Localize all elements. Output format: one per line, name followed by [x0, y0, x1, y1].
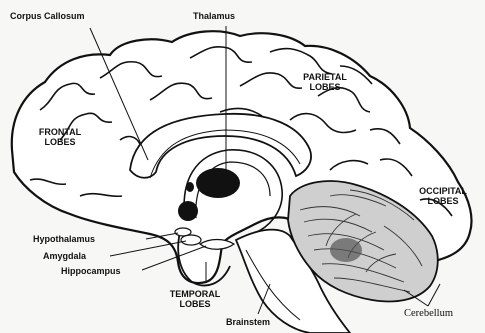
occipital-lobes-label: OCCIPITAL LOBES — [410, 186, 476, 206]
temporal-line1: TEMPORAL — [160, 289, 230, 299]
frontal-lobes-label: FRONTAL LOBES — [30, 127, 90, 147]
hypothalamus-label: Hypothalamus — [33, 234, 95, 244]
thalamus-shape — [196, 168, 240, 198]
cerebellum-label: Cerebellum — [404, 309, 453, 319]
parietal-line2: LOBES — [290, 82, 360, 92]
thalamus-label: Thalamus — [193, 11, 235, 21]
frontal-line2: LOBES — [30, 137, 90, 147]
frontal-line1: FRONTAL — [30, 127, 90, 137]
parietal-line1: PARIETAL — [290, 72, 360, 82]
anterior-nucleus-shape — [178, 201, 198, 221]
brainstem-label: Brainstem — [226, 317, 270, 327]
occipital-line2: LOBES — [410, 196, 476, 206]
hippocampus-label: Hippocampus — [61, 266, 121, 276]
occipital-line1: OCCIPITAL — [410, 186, 476, 196]
amygdala-shape — [181, 235, 201, 245]
parietal-lobes-label: PARIETAL LOBES — [290, 72, 360, 92]
temporal-line2: LOBES — [160, 299, 230, 309]
temporal-lobes-label: TEMPORAL LOBES — [160, 289, 230, 309]
amygdala-label: Amygdala — [43, 251, 86, 261]
corpus-callosum-label: Corpus Callosum — [10, 11, 85, 21]
